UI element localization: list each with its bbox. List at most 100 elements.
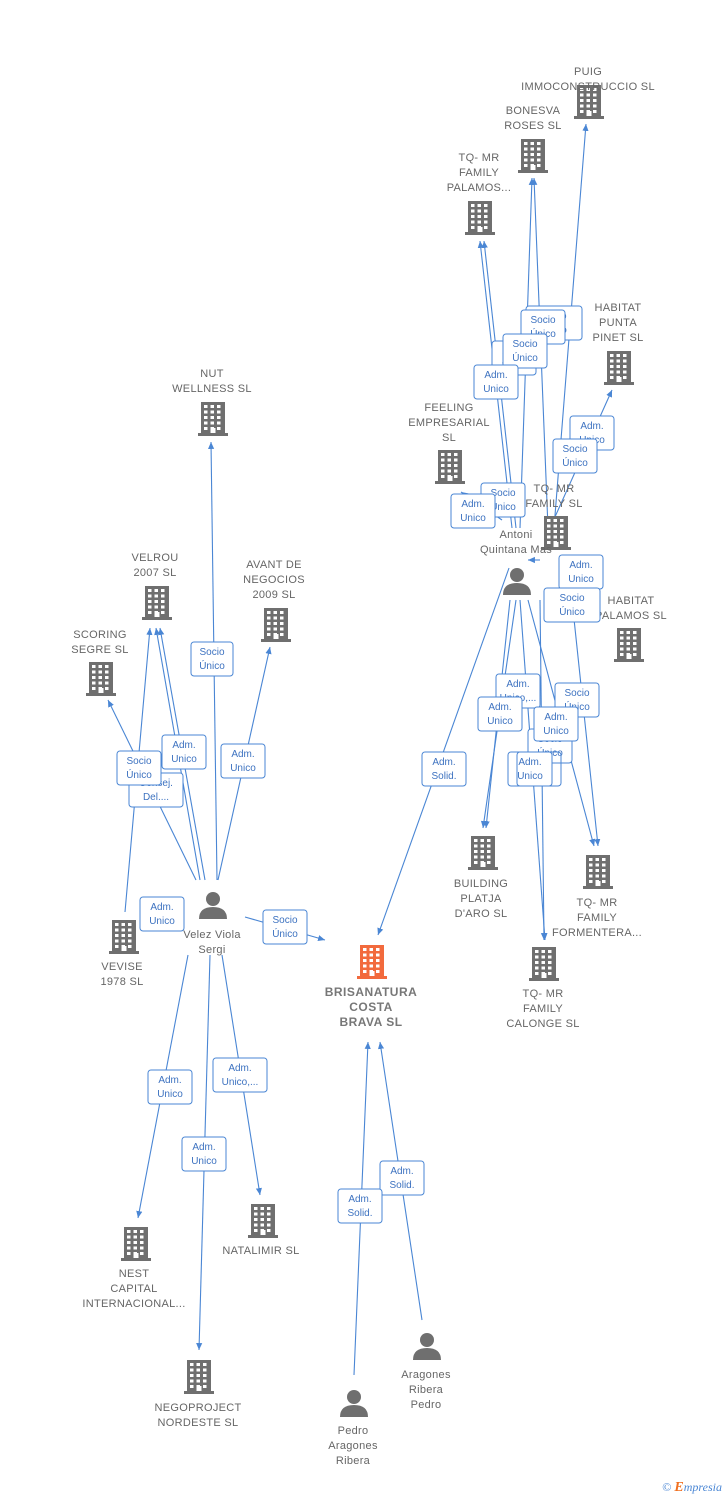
building-icon xyxy=(142,586,172,620)
person-icon xyxy=(503,568,531,595)
relation-badge-line: Socio xyxy=(559,593,584,604)
relation-badge[interactable]: Adm.Unico xyxy=(473,364,519,400)
relation-badge[interactable]: Adm.Unico xyxy=(181,1136,227,1172)
relation-badge-line: Único xyxy=(272,927,298,940)
company-label-line: NUT xyxy=(200,368,224,380)
person-label-line: Velez Viola xyxy=(183,929,241,941)
company-label-line: FEELING xyxy=(424,402,473,414)
relation-badge-text: Adm.Solid. xyxy=(347,1194,372,1219)
relation-badge-line: Unico xyxy=(517,771,543,782)
relation-badge-line: Único xyxy=(562,456,588,469)
relation-badge[interactable]: Adm.Unico xyxy=(533,706,579,742)
company-label-line: NORDESTE SL xyxy=(158,1417,239,1429)
company-label-line: FAMILY xyxy=(577,912,617,924)
relation-badge[interactable]: Adm.Unico xyxy=(220,743,266,779)
person-label-line: Aragones xyxy=(401,1369,451,1381)
relation-badge-line: Socio xyxy=(272,915,297,926)
company-label-line: CALONGE SL xyxy=(506,1018,579,1030)
company-label-line: CAPITAL xyxy=(110,1283,157,1295)
relation-badge-line: Adm. xyxy=(348,1194,371,1205)
company-node-natalimir[interactable]: NATALIMIR SL xyxy=(222,1204,299,1257)
building-icon xyxy=(468,836,498,870)
company-label-line: NEST xyxy=(119,1268,150,1280)
relation-badge[interactable]: Adm.Unico xyxy=(147,1069,193,1105)
company-label-line: SCORING xyxy=(73,629,126,641)
relation-badge[interactable]: Adm.Solid. xyxy=(421,751,467,787)
main-company-label-line: COSTA xyxy=(349,1000,393,1014)
relation-badge-text: Adm. Unico xyxy=(149,902,175,927)
relation-badge-line: Unico xyxy=(526,771,552,782)
relation-badge-line: Socio xyxy=(530,315,555,326)
relation-badge[interactable]: Adm. Unico xyxy=(139,896,185,932)
relation-badge-text: Adm.Unico xyxy=(487,702,513,727)
company-label-line: HABITAT xyxy=(595,302,642,314)
company-node-nut[interactable]: NUT WELLNESS SL xyxy=(172,368,252,436)
relation-badge-text: Adm.Solid. xyxy=(389,1166,414,1191)
relation-badge-text: Adm.Unico,... xyxy=(222,1063,259,1088)
relation-badge[interactable]: Adm.Unico,... xyxy=(212,1057,268,1093)
relation-badge[interactable]: Adm.Unico xyxy=(450,493,496,529)
empresia-footer[interactable]: ©Empresia xyxy=(662,1480,722,1496)
company-label-line: FORMENTERA... xyxy=(552,927,642,939)
person-label-line: Antoni xyxy=(500,529,533,541)
relation-badge-text: Adm.Unico xyxy=(460,499,486,524)
relation-badge[interactable]: Adm.Solid. xyxy=(379,1160,425,1196)
relation-badge[interactable]: Adm.Solid. xyxy=(337,1188,383,1224)
company-label-line: SL xyxy=(442,432,456,444)
relation-badge-line: Adm. xyxy=(390,1166,413,1177)
company-label-line: IMMOCONSTRUCCIO SL xyxy=(521,81,655,93)
relation-badge-line: Unico xyxy=(149,916,175,927)
relation-badge-line: Adm. xyxy=(150,902,173,913)
relation-badge[interactable]: Adm.Unico xyxy=(477,696,523,732)
relation-badge[interactable]: Adm. Unico xyxy=(516,751,562,787)
person-label-line: Ribera xyxy=(409,1384,444,1396)
relation-badge-line: Adm. xyxy=(527,757,550,768)
company-label-line: VEVISE xyxy=(101,961,143,973)
relation-badge-text: Adm.Unico xyxy=(191,1142,217,1167)
person-icon xyxy=(340,1390,368,1417)
relation-badge[interactable]: Adm.Unico xyxy=(558,554,604,590)
company-node-nest[interactable]: NEST CAPITAL INTERNACIONAL... xyxy=(82,1227,185,1310)
company-label-line: INTERNACIONAL... xyxy=(82,1298,185,1310)
company-label-line: WELLNESS SL xyxy=(172,383,252,395)
relation-badge-line: Unico xyxy=(230,763,256,774)
relation-badge[interactable]: Adm.Unico xyxy=(161,734,207,770)
company-label-line: D'ARO SL xyxy=(455,908,508,920)
